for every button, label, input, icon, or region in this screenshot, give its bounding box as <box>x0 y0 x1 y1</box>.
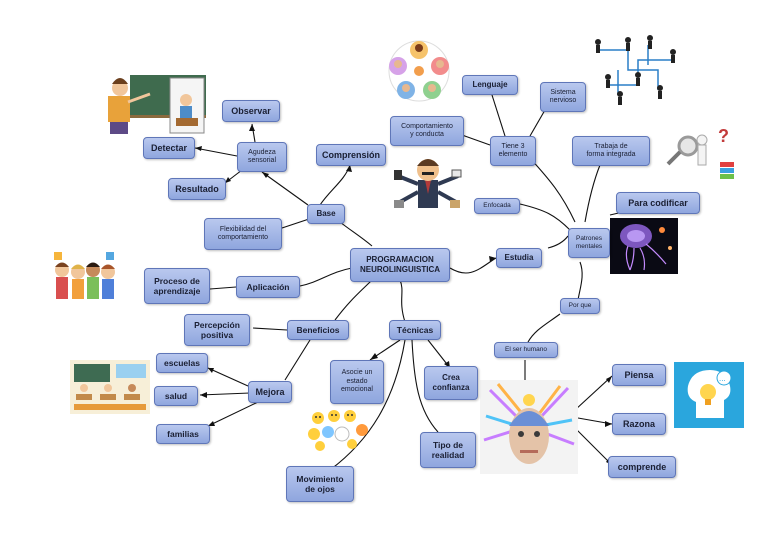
cartoon-faces-circle <box>388 40 450 102</box>
comportamiento-node: Comportamiento y conducta <box>390 116 464 146</box>
por-que-node: Por que <box>560 298 600 314</box>
comprende-node: comprende <box>608 456 676 478</box>
para-codificar-node: Para codificar <box>616 192 700 214</box>
crea-confianza-node: Crea confianza <box>424 366 478 400</box>
patrones-mentales-node: Patrones mentales <box>568 228 610 258</box>
emotion-faces-cluster <box>308 410 368 451</box>
magnifier-figure-icon: ? <box>666 126 734 179</box>
detectar-node: Detectar <box>143 137 195 159</box>
resultado-node: Resultado <box>168 178 226 200</box>
neuron-brain-image <box>610 218 678 274</box>
central-node: PROGRAMACION NEUROLINGUISTICA <box>350 248 450 282</box>
escuelas-node: escuelas <box>156 353 208 373</box>
svg-text:...: ... <box>719 374 726 383</box>
trabaja-integrada-node: Trabaja de forma integrada <box>572 136 650 166</box>
people-network-illustration <box>595 35 676 105</box>
asocie-estado-node: Asocie un estado emocional <box>330 360 384 404</box>
tipo-realidad-node: Tipo de realidad <box>420 432 476 468</box>
human-face-brain-image <box>480 380 578 474</box>
multitasking-businessman-illustration <box>394 159 462 208</box>
comprension-node: Comprensión <box>316 144 386 166</box>
tiene-3-elemento-node: Tiene 3 elemento <box>490 136 536 166</box>
agudeza-sensorial-node: Agudeza sensorial <box>237 142 287 172</box>
ser-humano-node: El ser humano <box>494 342 558 358</box>
flexibilidad-node: Flexibilidad del comportamiento <box>204 218 282 250</box>
beneficios-node: Beneficios <box>287 320 349 340</box>
enfocada-node: Enfocada <box>474 198 520 214</box>
base-node: Base <box>307 204 345 224</box>
razona-node: Razona <box>612 413 666 435</box>
movimiento-ojos-node: Movimiento de ojos <box>286 466 354 502</box>
proceso-aprendizaje-node: Proceso de aprendizaje <box>144 268 210 304</box>
observar-node: Observar <box>222 100 280 122</box>
head-lightbulb-icon: ... <box>674 362 744 428</box>
lenguaje-node: Lenguaje <box>462 75 518 95</box>
familias-node: familias <box>156 424 210 444</box>
svg-text:?: ? <box>718 126 729 146</box>
sistema-nervioso-node: Sistema nervioso <box>540 82 586 112</box>
teacher-illustration <box>108 75 206 134</box>
children-group-illustration <box>54 252 115 299</box>
aplicacion-node: Aplicación <box>236 276 300 298</box>
mejora-node: Mejora <box>248 381 292 403</box>
salud-node: salud <box>154 386 198 406</box>
percepcion-positiva-node: Percepción positiva <box>184 314 250 346</box>
classroom-illustration <box>70 360 150 414</box>
piensa-node: Piensa <box>612 364 666 386</box>
estudia-node: Estudia <box>496 248 542 268</box>
tecnicas-node: Técnicas <box>389 320 441 340</box>
